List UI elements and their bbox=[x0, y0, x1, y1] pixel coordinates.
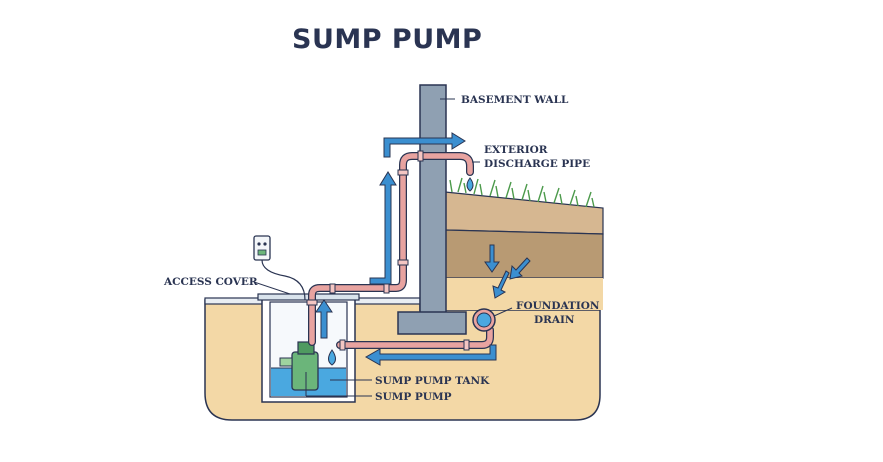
sand-layer bbox=[445, 278, 603, 310]
label-sump-pump: SUMP PUMP bbox=[375, 391, 452, 403]
power-outlet bbox=[253, 235, 271, 261]
label-access-cover: ACCESS COVER bbox=[163, 276, 258, 288]
sump-pump bbox=[291, 351, 319, 391]
pump-float bbox=[279, 357, 293, 367]
water-drop-pump bbox=[328, 349, 336, 366]
label-basement-wall: BASEMENT WALL bbox=[461, 94, 569, 106]
grass bbox=[449, 177, 595, 208]
arrow-rise-left bbox=[369, 171, 397, 285]
label-foundation-line1: FOUNDATION bbox=[516, 300, 600, 312]
water-drop-exterior bbox=[466, 177, 474, 192]
diagram-title: SUMP PUMP bbox=[292, 24, 483, 55]
arrow-drain-flow bbox=[364, 344, 497, 366]
power-cord bbox=[261, 259, 306, 301]
basement-wall bbox=[419, 84, 447, 316]
arrow-top bbox=[383, 132, 466, 158]
label-exterior-line2: DISCHARGE PIPE bbox=[484, 158, 590, 170]
arrow-seep-1 bbox=[484, 244, 500, 273]
label-exterior-line1: EXTERIOR bbox=[484, 144, 548, 156]
topsoil-layer bbox=[444, 191, 604, 235]
flow-arrows bbox=[315, 132, 531, 366]
wall-footing bbox=[397, 311, 467, 335]
clay-layer bbox=[444, 229, 604, 279]
leader-lines bbox=[253, 98, 513, 397]
arrow-up-pit bbox=[315, 299, 333, 339]
arrow-seep-2 bbox=[509, 257, 531, 280]
arrow-seep-3 bbox=[492, 270, 510, 299]
label-foundation-line2: DRAIN bbox=[534, 314, 575, 326]
label-sump-pump-tank: SUMP PUMP TANK bbox=[375, 375, 490, 387]
